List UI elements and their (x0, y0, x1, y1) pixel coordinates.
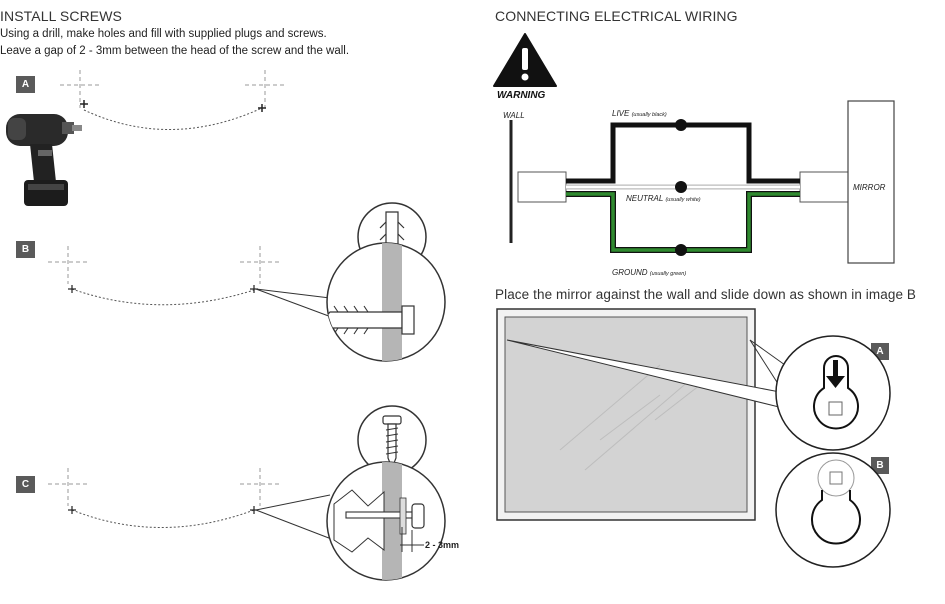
live-connector (675, 119, 687, 131)
wiring-title: CONNECTING ELECTRICAL WIRING (495, 8, 738, 24)
install-instruction-1: Using a drill, make holes and fill with … (0, 28, 327, 40)
step-c-pointer (255, 494, 335, 541)
step-b-marks (68, 285, 258, 293)
ground-connector (675, 244, 687, 256)
neutral-connector (675, 181, 687, 193)
install-instruction-2: Leave a gap of 2 - 3mm between the head … (0, 45, 350, 57)
warning-label: WARNING (497, 90, 546, 101)
keyhole-slide-detail (775, 335, 891, 451)
keyhole-locked-detail (775, 452, 891, 568)
arrow-down-icon (833, 360, 838, 378)
step-b-pointer (255, 288, 335, 319)
gap-label: 2 - 3mm (425, 540, 459, 550)
step-b-badge: B (16, 241, 35, 258)
screw-detail-icon (357, 405, 427, 475)
step-b-curve (71, 288, 255, 306)
mirror-block (847, 100, 895, 264)
wall-label: WALL (503, 111, 525, 120)
step-a-curve (83, 107, 263, 130)
drill-icon (6, 114, 82, 206)
step-c-curve (71, 509, 255, 528)
mirror-illustration (496, 308, 756, 521)
mirror-cable-sheath (799, 171, 849, 203)
step-c-badge: C (16, 476, 35, 493)
screw-in-wall-detail (326, 461, 446, 581)
install-screws-title: INSTALL SCREWS (0, 8, 122, 24)
step-b-layout (48, 246, 280, 284)
live-wire (566, 122, 800, 184)
step-c-layout (48, 468, 280, 506)
neutral-label: NEUTRAL (usually white) (626, 194, 701, 203)
mirror-label: MIRROR (853, 183, 886, 192)
live-label: LIVE (usually black) (612, 109, 667, 118)
mount-instruction: Place the mirror against the wall and sl… (495, 287, 917, 302)
mount-step-b-badge: B (871, 457, 889, 474)
warning-icon (493, 33, 557, 87)
ground-label: GROUND (usually green) (612, 268, 686, 277)
step-a-marks (80, 100, 266, 112)
plug-in-wall-detail (326, 242, 446, 362)
step-c-marks (68, 506, 258, 514)
step-a-layout (60, 70, 285, 108)
wall-cable-sheath (517, 171, 567, 203)
step-a-badge: A (16, 76, 35, 93)
